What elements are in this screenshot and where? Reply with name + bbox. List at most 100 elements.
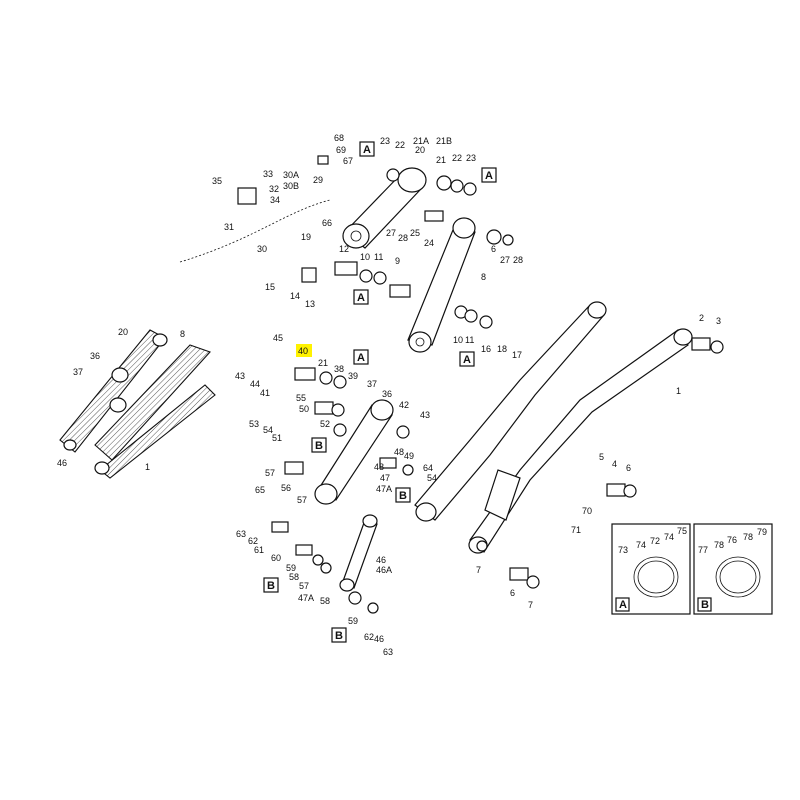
callout-46: 46: [374, 634, 384, 644]
boom-bracket: [484, 469, 521, 521]
callout-6: 6: [491, 244, 496, 254]
marker-A: A: [357, 292, 365, 304]
callout-46: 46: [376, 555, 386, 565]
callout-15: 15: [265, 282, 275, 292]
callout-24: 24: [424, 238, 434, 248]
callout-64: 64: [423, 463, 433, 473]
callout-18: 18: [497, 344, 507, 354]
callout-46: 46: [57, 458, 67, 468]
callout-47A: 47A: [376, 484, 392, 494]
callout-33: 33: [263, 169, 273, 179]
callout-8: 8: [481, 272, 486, 282]
callout-4: 4: [612, 459, 617, 469]
callout-53: 53: [249, 419, 259, 429]
callout-78: 78: [714, 540, 724, 550]
callout-74: 74: [636, 540, 646, 550]
callout-63: 63: [383, 647, 393, 657]
washer: [373, 271, 387, 285]
callout-30: 30: [257, 244, 267, 254]
callout-51: 51: [272, 433, 282, 443]
link-boss: [452, 217, 476, 239]
marker-B: B: [399, 490, 407, 502]
callout-74: 74: [664, 532, 674, 542]
link-boss: [408, 331, 432, 353]
callout-59: 59: [348, 616, 358, 626]
callout-41: 41: [260, 388, 270, 398]
callout-8: 8: [180, 329, 185, 339]
callout-73: 73: [618, 545, 628, 555]
callout-23: 23: [466, 153, 476, 163]
callout-69: 69: [336, 145, 346, 155]
callout-70: 70: [582, 506, 592, 516]
callout-6: 6: [510, 588, 515, 598]
small-arm-overview: [59, 329, 216, 479]
callout-60: 60: [271, 553, 281, 563]
upper-linkage-group: [179, 155, 514, 353]
callout-75: 75: [677, 526, 687, 536]
washer: [464, 309, 478, 323]
pin-9: [389, 284, 411, 298]
callout-44: 44: [250, 379, 260, 389]
callout-46A: 46A: [376, 565, 392, 575]
callout-61: 61: [254, 545, 264, 555]
pin-12: [334, 261, 358, 276]
callout-38: 38: [334, 364, 344, 374]
marker-B: B: [315, 440, 323, 452]
callout-7: 7: [476, 565, 481, 575]
callout-10: 10: [360, 252, 370, 262]
callout-72: 72: [650, 536, 660, 546]
callout-21B: 21B: [436, 136, 452, 146]
callout-21: 21: [436, 155, 446, 165]
lube-line: [179, 199, 331, 263]
callout-23: 23: [380, 136, 390, 146]
callout-45: 45: [273, 333, 283, 343]
callout-28: 28: [513, 255, 523, 265]
callout-7: 7: [528, 600, 533, 610]
overview-arm-front: [99, 384, 216, 479]
callout-43: 43: [420, 410, 430, 420]
lube-block: [237, 187, 257, 205]
callout-16: 16: [481, 344, 491, 354]
callout-78: 78: [743, 532, 753, 542]
callout-19: 19: [301, 232, 311, 242]
callout-57: 57: [265, 468, 275, 478]
callout-30B: 30B: [283, 181, 299, 191]
bushing: [386, 168, 400, 182]
pin-6b: [509, 567, 529, 581]
marker-A: A: [357, 352, 365, 364]
callout-54: 54: [427, 473, 437, 483]
callout-3: 3: [716, 316, 721, 326]
callout-31: 31: [224, 222, 234, 232]
callout-39: 39: [348, 371, 358, 381]
callout-25: 25: [410, 228, 420, 238]
callout-77: 77: [698, 545, 708, 555]
overview-arm-mid: [94, 344, 211, 461]
callout-22: 22: [452, 153, 462, 163]
callout-36: 36: [90, 351, 100, 361]
callout-21: 21: [318, 358, 328, 368]
callout-5: 5: [599, 452, 604, 462]
callout-63: 63: [236, 529, 246, 539]
callout-50: 50: [299, 404, 309, 414]
highlight-40: [296, 344, 312, 357]
callout-27: 27: [500, 255, 510, 265]
callout-62: 62: [248, 536, 258, 546]
callout-48: 48: [374, 462, 384, 472]
callout-34: 34: [270, 195, 280, 205]
callout-20: 20: [118, 327, 128, 337]
callout-9: 9: [395, 256, 400, 266]
washer-4: [623, 484, 637, 498]
callout-1: 1: [145, 462, 150, 472]
link-8: [407, 224, 476, 346]
callout-11: 11: [465, 335, 474, 345]
callout-11: 11: [374, 252, 383, 262]
callout-66: 66: [322, 218, 332, 228]
callout-47A: 47A: [298, 593, 314, 603]
callout-67: 67: [343, 156, 353, 166]
callout-65: 65: [255, 485, 265, 495]
bushing: [314, 401, 334, 415]
boom-outer: [469, 329, 689, 553]
callout-42: 42: [399, 400, 409, 410]
washer: [486, 229, 502, 245]
